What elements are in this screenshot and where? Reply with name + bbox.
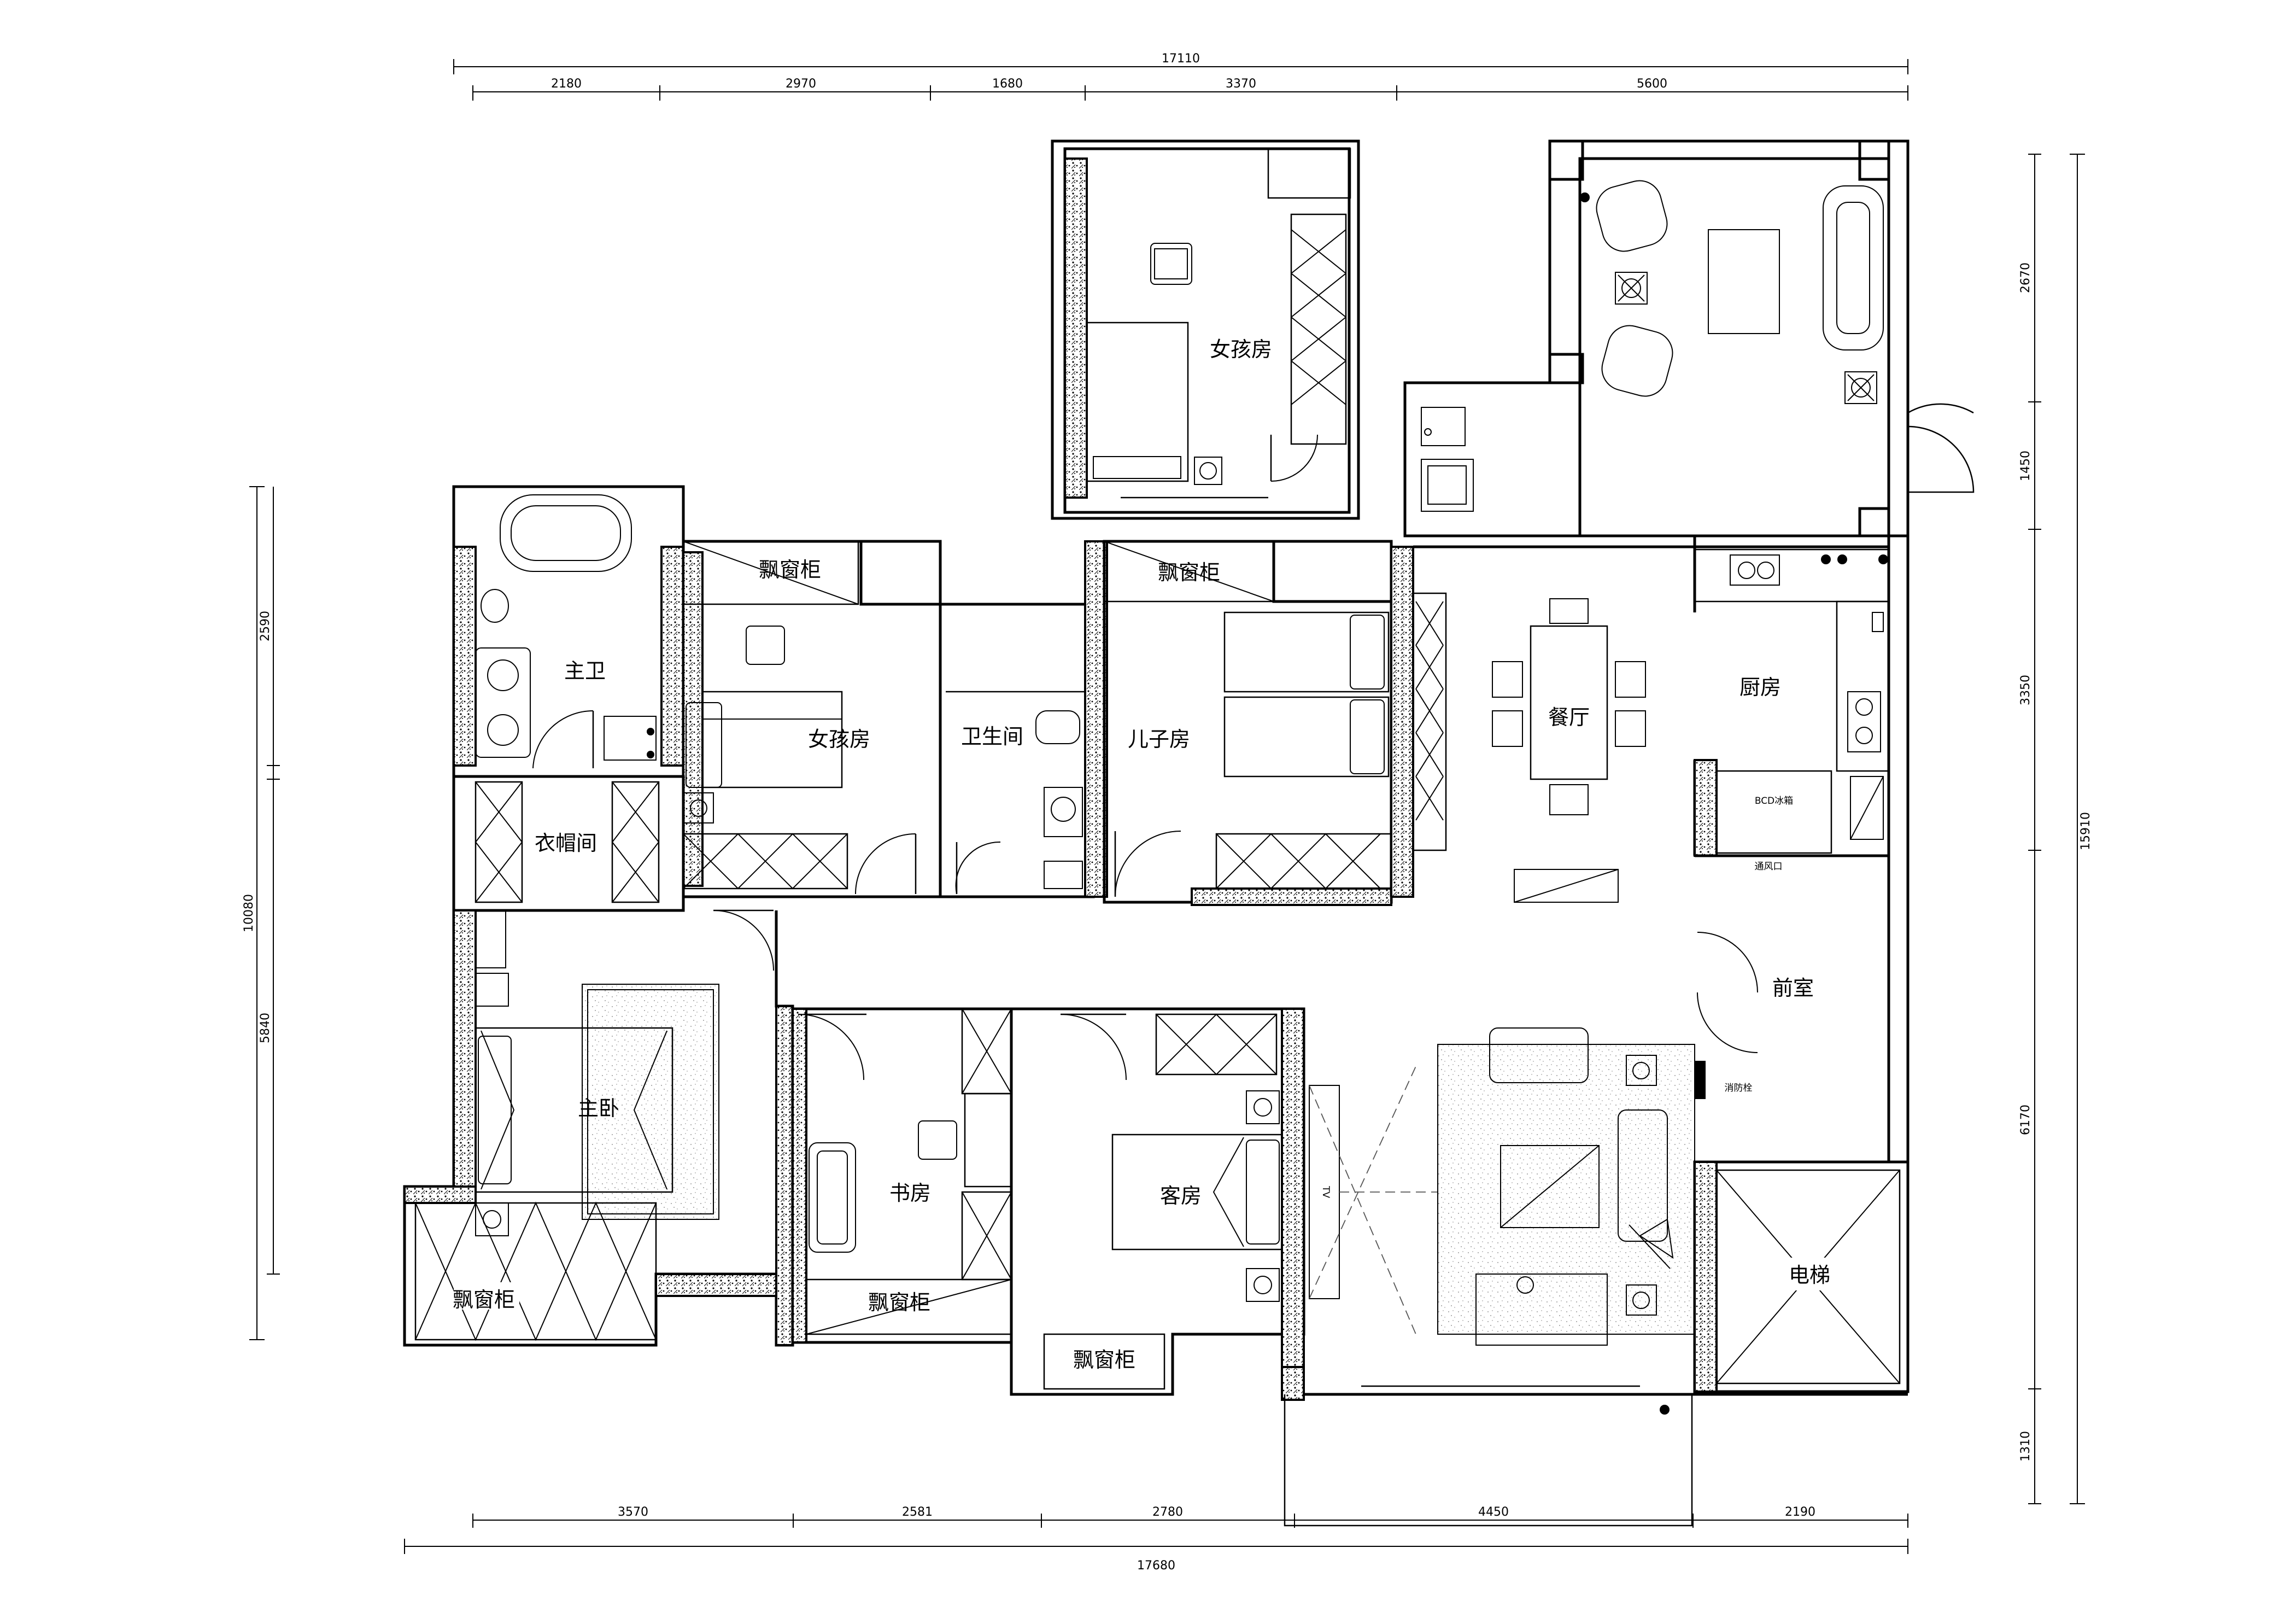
master-bath: 主卫 xyxy=(452,485,685,778)
dim-right-4: 6170 xyxy=(2019,1105,2033,1135)
dim-right-1: 2670 xyxy=(2019,262,2033,293)
dim-right-5: 1310 xyxy=(2019,1431,2033,1462)
dim-top-4: 3370 xyxy=(1226,77,1256,91)
bay-cabinet-label-4: 飘窗柜 xyxy=(868,1290,930,1315)
upper-girl-room: 女孩房 xyxy=(1051,139,1360,520)
bay-cabinet-label-5: 飘窗柜 xyxy=(1073,1348,1135,1372)
dim-top-3: 1680 xyxy=(992,77,1023,91)
dim-left-2: 5840 xyxy=(259,1013,272,1043)
room-label-girl: 女孩房 xyxy=(808,727,870,751)
dim-top-2: 2970 xyxy=(786,77,816,91)
room-label-girl-upper: 女孩房 xyxy=(1210,337,1272,361)
dim-bottom-2: 2581 xyxy=(902,1505,933,1519)
dim-right-2: 1450 xyxy=(2019,451,2033,481)
room-label-dining: 餐厅 xyxy=(1548,705,1590,729)
room-label-elevator: 电梯 xyxy=(1789,1263,1830,1287)
room-label-master-bath: 主卫 xyxy=(564,659,606,683)
dim-left-1: 2590 xyxy=(259,611,272,641)
vent-label: 通风口 xyxy=(1755,861,1783,872)
dim-top-5: 5600 xyxy=(1637,77,1667,91)
room-label-cloakroom: 衣帽间 xyxy=(535,831,597,855)
son-room: 飘窗柜 儿子房 xyxy=(1103,540,1393,906)
room-label-front-room: 前室 xyxy=(1772,976,1814,1000)
girl-room: 飘窗柜 女孩房 xyxy=(682,540,942,898)
bottom-dimensions: 17680 3570 2581 2780 4450 2190 xyxy=(404,1505,1908,1573)
laundry-area xyxy=(1403,381,1582,538)
room-label-son: 儿子房 xyxy=(1128,727,1190,751)
dim-left-total: 10080 xyxy=(242,894,256,932)
dim-bottom-total: 17680 xyxy=(1137,1559,1175,1573)
room-label-master-bedroom: 主卧 xyxy=(578,1096,619,1120)
bay-cabinet-label-1: 飘窗柜 xyxy=(759,558,821,582)
living-area: TV xyxy=(1281,1027,1908,1527)
room-label-guest: 客房 xyxy=(1160,1184,1202,1208)
balcony-top-right xyxy=(1548,139,1975,538)
room-label-study: 书房 xyxy=(889,1181,931,1205)
front-room-elevator: 通风口 消防栓 前室 电梯 xyxy=(1693,536,1910,1393)
bay-cabinet-label-3: 飘窗柜 xyxy=(453,1288,515,1312)
dim-top-total: 17110 xyxy=(1162,52,1200,66)
dim-bottom-3: 2780 xyxy=(1152,1505,1183,1519)
right-dimensions: 15910 2670 1450 3350 6170 1310 xyxy=(2019,154,2093,1504)
dim-right-3: 3350 xyxy=(2019,675,2033,705)
dining-kitchen: 餐厅 BCD冰箱 厨房 xyxy=(1390,534,1908,903)
fire-hydrant-label: 消防栓 xyxy=(1725,1083,1753,1094)
master-bedroom: 飘窗柜 主卧 xyxy=(403,909,794,1347)
study: 飘窗柜 书房 xyxy=(791,1007,1013,1344)
dim-bottom-5: 2190 xyxy=(1785,1505,1815,1519)
room-label-kitchen: 厨房 xyxy=(1739,675,1781,699)
guest-room: 飘窗柜 客房 xyxy=(1010,1007,1305,1396)
dim-bottom-1: 3570 xyxy=(618,1505,648,1519)
dim-top-1: 2180 xyxy=(551,77,582,91)
dim-bottom-4: 4450 xyxy=(1478,1505,1509,1519)
dim-right-total: 15910 xyxy=(2079,812,2093,850)
tv-label: TV xyxy=(1320,1185,1331,1198)
fridge-label: BCD冰箱 xyxy=(1755,796,1793,807)
bathroom: 卫生间 xyxy=(939,540,1108,898)
room-label-bathroom: 卫生间 xyxy=(961,725,1023,749)
top-dimensions: 17110 2180 2970 1680 3370 5600 xyxy=(453,52,1908,101)
bay-cabinet-label-2: 飘窗柜 xyxy=(1158,560,1220,585)
cloakroom: 衣帽间 xyxy=(452,775,685,912)
left-dimensions: 10080 2590 5840 xyxy=(242,486,280,1340)
